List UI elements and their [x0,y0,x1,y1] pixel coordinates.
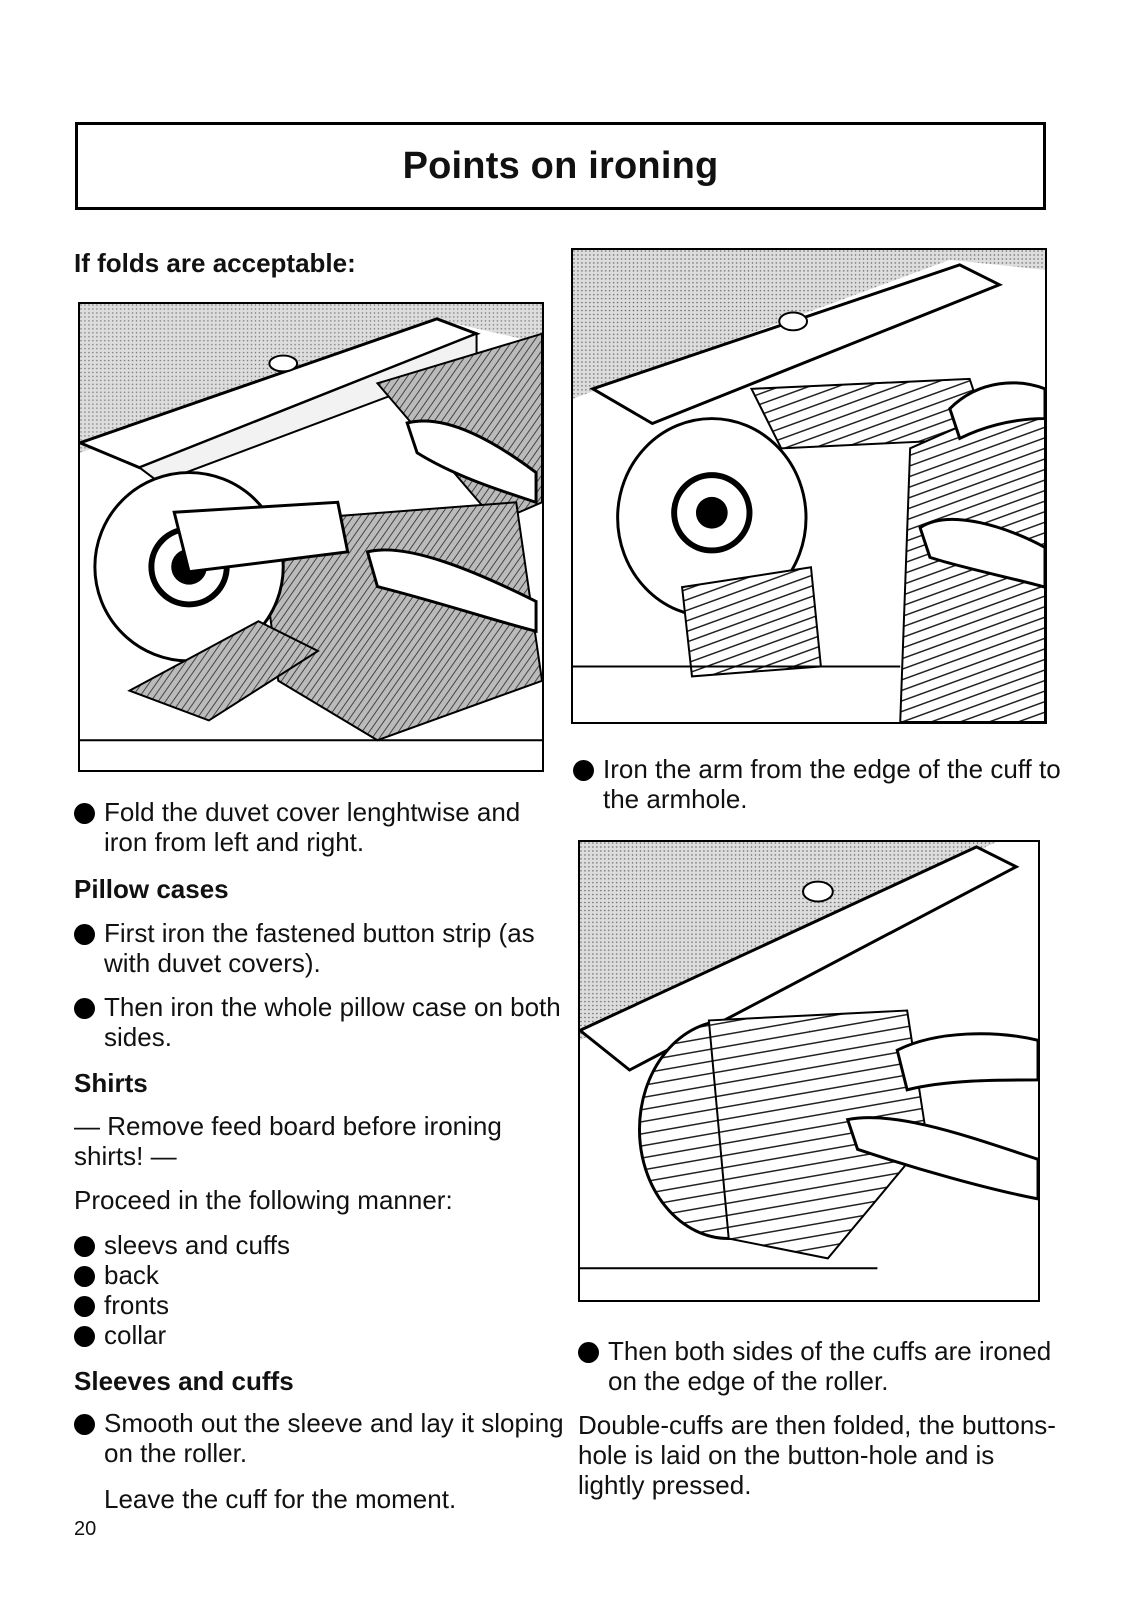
step-item: collar [74,1320,166,1350]
sleeves-bullet: Smooth out the sleeve and lay it sloping… [74,1408,564,1468]
folds-heading: If folds are acceptable: [74,248,356,278]
pillow-bullet-2: Then iron the whole pillow case on both … [74,992,574,1052]
pillow-cases-heading: Pillow cases [74,874,229,904]
double-cuffs-text: Double-cuffs are then folded, the button… [578,1410,1056,1500]
sleeve-ironing-illustration [571,248,1047,724]
shirts-heading: Shirts [74,1068,148,1098]
pillow-bullet-1: First iron the fastened button strip (as… [74,918,574,978]
duvet-ironing-illustration [78,302,544,772]
cuffs-bullet: Then both sides of the cuffs are ironed … [578,1336,1068,1396]
step-item: fronts [74,1290,169,1320]
proceed-text: Proceed in the following manner: [74,1185,453,1215]
leave-cuff-text: Leave the cuff for the moment. [104,1484,457,1514]
arm-bullet: Iron the arm from the edge of the cuff t… [573,754,1073,814]
title-box: Points on ironing [75,122,1046,210]
step-item: back [74,1260,159,1290]
sleeves-cuffs-heading: Sleeves and cuffs [74,1366,294,1396]
page-number: 20 [74,1518,97,1540]
fold-duvet-bullet: Fold the duvet cover lenghtwise and iron… [74,797,564,857]
page-title: Points on ironing [402,144,719,187]
cuff-ironing-illustration [578,840,1040,1302]
shirts-note: — Remove feed board before ironing shirt… [74,1111,502,1171]
step-item: sleevs and cuffs [74,1230,290,1260]
